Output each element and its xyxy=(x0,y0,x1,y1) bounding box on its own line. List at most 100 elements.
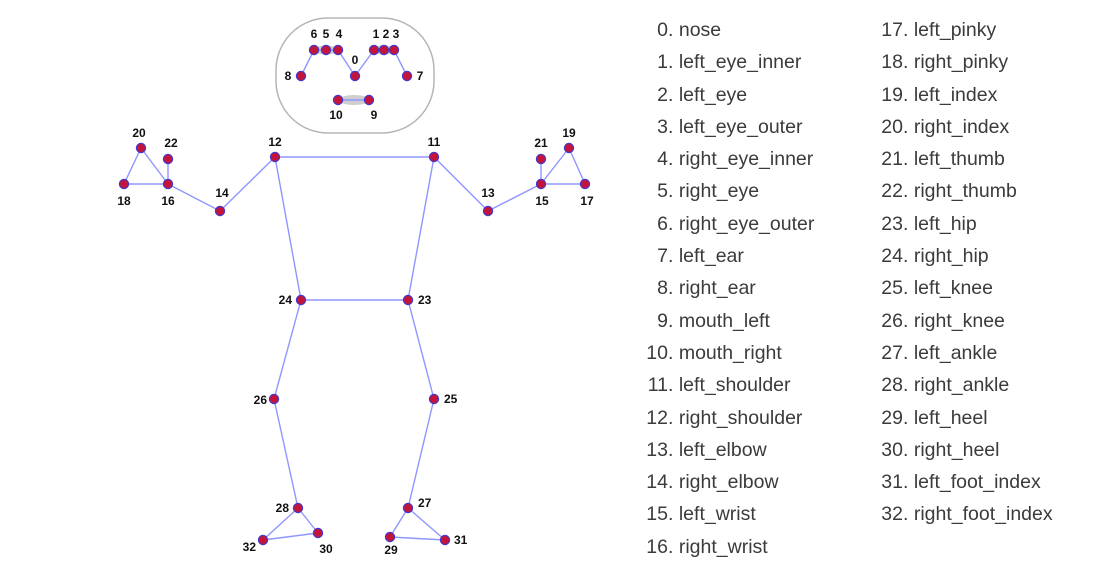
legend-item-number: 28 xyxy=(881,374,903,397)
legend-item-name: right_wrist xyxy=(678,535,768,558)
keypoint-label-26: 26 xyxy=(254,393,268,407)
keypoint-right_knee xyxy=(268,393,280,405)
legend-item-number: 7 xyxy=(657,245,668,268)
bone-14-16 xyxy=(167,183,221,212)
keypoint-right_shoulder xyxy=(269,151,281,163)
legend-item: 6. right_eye_outer xyxy=(634,208,814,240)
legend-item-number: 18 xyxy=(881,51,903,74)
legend-item: 5. right_eye xyxy=(634,175,814,207)
keypoint-left_pinky xyxy=(579,178,591,190)
keypoint-right_foot_index xyxy=(257,534,269,546)
keypoint-label-16: 16 xyxy=(161,194,175,208)
legend-item: 26. right_knee xyxy=(870,305,1053,337)
keypoint-left_eye_outer xyxy=(388,44,400,56)
legend-item: 29. left_heel xyxy=(870,402,1053,434)
legend-item: 2. left_eye xyxy=(634,79,814,111)
legend-item-name: left_eye xyxy=(678,83,748,106)
legend-item-name: nose xyxy=(678,19,722,41)
bone-27-29 xyxy=(389,507,409,538)
legend-item-name: right_eye xyxy=(678,180,760,203)
keypoint-right_pinky xyxy=(118,178,130,190)
legend-item-number: 30 xyxy=(881,438,903,461)
keypoint-label-9: 9 xyxy=(371,108,378,122)
legend-item-number: 8 xyxy=(657,277,668,300)
keypoint-right_wrist xyxy=(162,178,174,190)
legend-item: 21. left_thumb xyxy=(870,143,1053,175)
keypoint-label-31: 31 xyxy=(454,533,468,547)
legend-item-name: right_thumb xyxy=(913,180,1017,203)
legend-item-number: 16 xyxy=(646,535,668,558)
keypoint-label-19: 19 xyxy=(562,126,576,140)
legend-item-name: left_pinky xyxy=(913,19,997,41)
bone-18-20 xyxy=(123,147,142,185)
keypoint-left_wrist xyxy=(535,178,547,190)
legend-item-name: right_hip xyxy=(913,245,989,268)
keypoint-label-25: 25 xyxy=(444,392,458,406)
legend-item-name: right_ear xyxy=(678,277,756,300)
legend-item-name: right_shoulder xyxy=(678,406,803,429)
keypoint-label-6: 6 xyxy=(311,27,318,41)
legend-item-number: 17 xyxy=(881,19,903,41)
keypoint-label-12: 12 xyxy=(268,135,282,149)
keypoint-label-3: 3 xyxy=(393,27,400,41)
legend-item-number: 26 xyxy=(881,309,903,332)
legend-item-name: right_ankle xyxy=(913,374,1010,397)
legend-item-name: right_foot_index xyxy=(913,503,1053,526)
keypoint-right_eye_inner xyxy=(332,44,344,56)
keypoint-left_eye_inner xyxy=(368,44,380,56)
keypoint-label-32: 32 xyxy=(243,540,257,554)
legend-item: 7. left_ear xyxy=(634,240,814,272)
legend-item-name: left_ankle xyxy=(913,341,998,364)
bone-26-28 xyxy=(273,398,299,509)
legend-item-number: 22 xyxy=(881,180,903,203)
legend-item-name: left_heel xyxy=(913,406,988,429)
legend-item-number: 29 xyxy=(881,406,903,429)
bone-25-27 xyxy=(407,398,435,509)
keypoint-label-1: 1 xyxy=(373,27,380,41)
legend-item: 22. right_thumb xyxy=(870,175,1053,207)
keypoint-label-27: 27 xyxy=(418,496,432,510)
legend-item-name: left_wrist xyxy=(678,503,756,526)
legend-item: 13. left_elbow xyxy=(634,434,814,466)
keypoint-left_eye xyxy=(378,44,390,56)
bone-27-31 xyxy=(407,507,446,541)
keypoint-left_thumb xyxy=(535,153,547,165)
legend-item-number: 11 xyxy=(647,374,668,397)
legend-item: 8. right_ear xyxy=(634,272,814,304)
keypoint-right_eye_outer xyxy=(308,44,320,56)
keypoint-label-13: 13 xyxy=(481,186,495,200)
legend-item-name: left_shoulder xyxy=(678,374,791,397)
bone-11-23 xyxy=(407,156,435,301)
keypoint-left_ankle xyxy=(402,502,414,514)
legend-item-number: 19 xyxy=(881,83,903,106)
bone-0-1 xyxy=(354,49,375,77)
keypoint-label-10: 10 xyxy=(329,108,343,122)
keypoint-label-0: 0 xyxy=(352,53,359,67)
legend-item: 1. left_eye_inner xyxy=(634,46,814,78)
keypoint-markers xyxy=(118,44,591,546)
legend-item-number: 4 xyxy=(657,148,668,171)
legend-item-number: 23 xyxy=(881,212,903,235)
legend-item-name: left_index xyxy=(913,83,998,106)
keypoint-right_index xyxy=(135,142,147,154)
legend-item: 14. right_elbow xyxy=(634,466,814,498)
keypoint-label-21: 21 xyxy=(534,136,548,150)
keypoint-label-14: 14 xyxy=(215,186,229,200)
legend-item: 9. mouth_left xyxy=(634,305,814,337)
keypoint-label-15: 15 xyxy=(535,194,549,208)
legend-item-name: right_eye_outer xyxy=(678,212,815,235)
keypoint-label-17: 17 xyxy=(580,194,594,208)
legend-item-number: 12 xyxy=(646,406,668,429)
legend-item-number: 6 xyxy=(657,212,668,235)
keypoint-label-7: 7 xyxy=(417,69,424,83)
keypoint-label-24: 24 xyxy=(279,293,293,307)
keypoint-left_index xyxy=(563,142,575,154)
legend-item: 4. right_eye_inner xyxy=(634,143,814,175)
bone-12-24 xyxy=(274,156,302,301)
keypoint-label-4: 4 xyxy=(336,27,343,41)
bone-17-19 xyxy=(568,147,586,185)
legend-item-number: 25 xyxy=(881,277,903,300)
keypoint-left_foot_index xyxy=(439,534,451,546)
